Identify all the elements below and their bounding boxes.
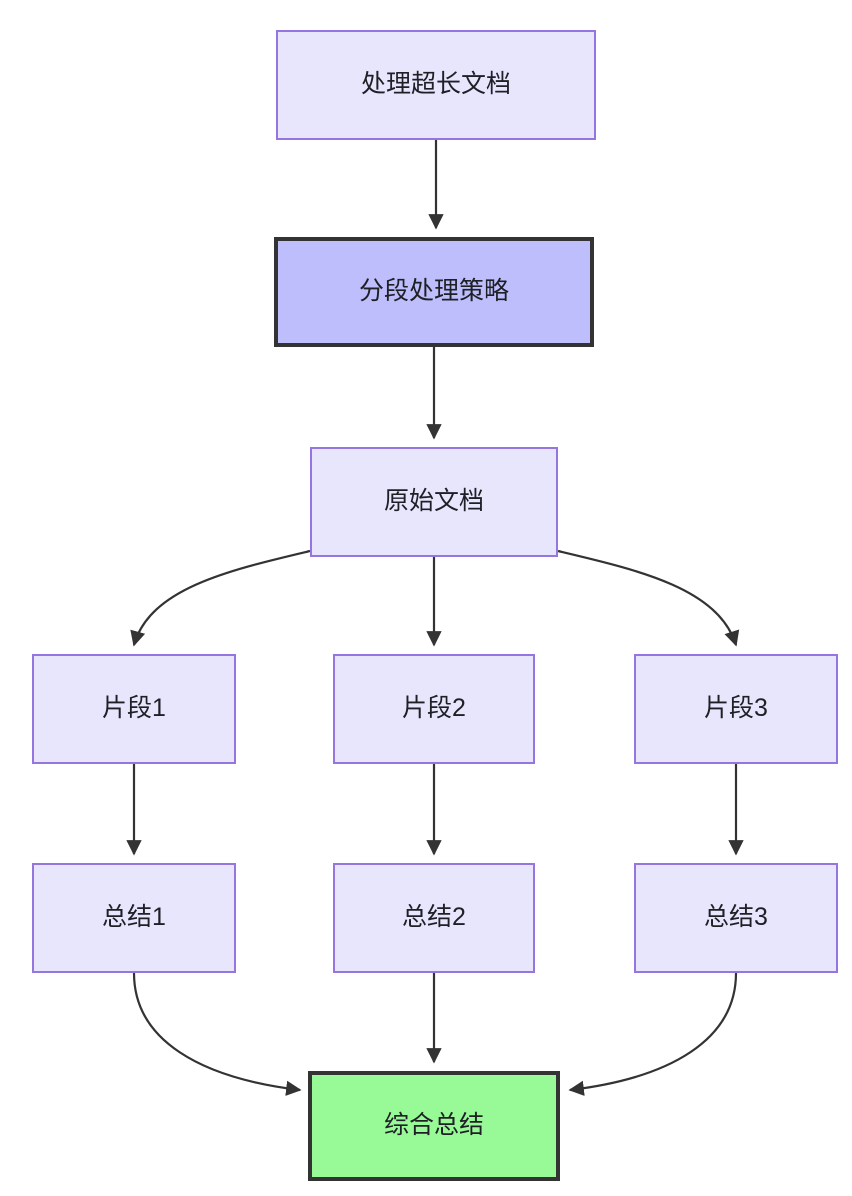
node-label: 总结1 [102,903,166,932]
node-summary-2[interactable]: 总结2 [333,863,535,973]
node-final-combined-summary[interactable]: 综合总结 [308,1071,560,1181]
edge-summary3-to-final [568,972,738,1096]
node-chunking-strategy[interactable]: 分段处理策略 [274,237,594,347]
node-label: 分段处理策略 [358,277,509,306]
node-label: 综合总结 [383,1111,484,1140]
node-label: 原始文档 [383,487,484,516]
node-label: 总结3 [704,903,768,932]
edge-source-to-chunk3 [557,549,740,647]
node-label: 片段1 [102,694,166,723]
edge-source-to-chunk1 [130,549,311,647]
node-summary-1[interactable]: 总结1 [32,863,236,973]
edge-summary1-to-final [132,972,302,1096]
node-source-document[interactable]: 原始文档 [310,447,558,557]
node-chunk-1[interactable]: 片段1 [32,654,236,764]
node-label: 处理超长文档 [360,70,511,99]
node-label: 片段3 [704,694,768,723]
node-label: 总结2 [402,903,466,932]
node-label: 片段2 [402,694,466,723]
node-summary-3[interactable]: 总结3 [634,863,838,973]
node-chunk-3[interactable]: 片段3 [634,654,838,764]
node-chunk-2[interactable]: 片段2 [333,654,535,764]
node-process-long-document[interactable]: 处理超长文档 [276,30,596,140]
